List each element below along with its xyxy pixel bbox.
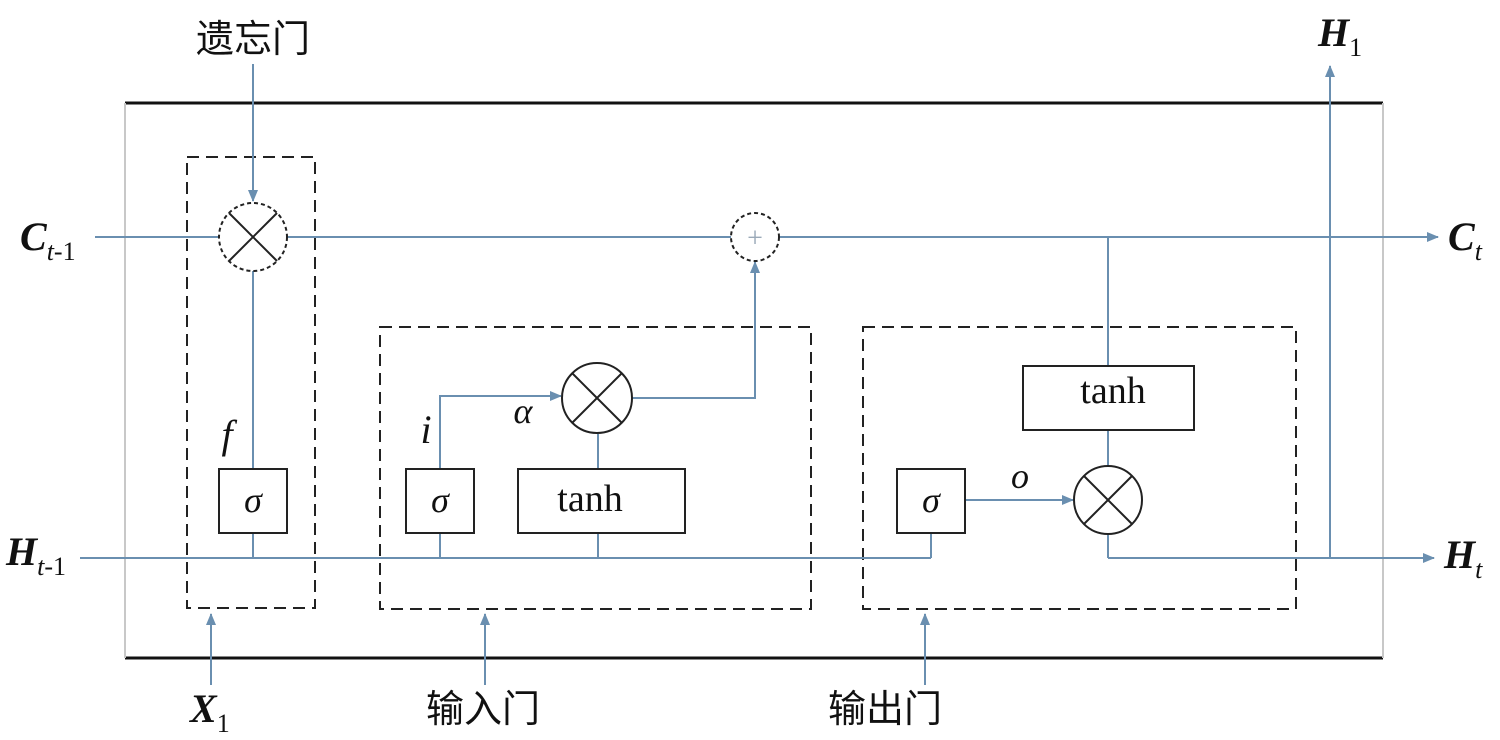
c-prev-label: Ct-1: [20, 214, 76, 266]
plus-symbol: +: [747, 223, 763, 254]
h1-label: H1: [1317, 10, 1362, 62]
forget-sigma-box: σ: [218, 468, 288, 534]
input-arrows: [206, 613, 930, 685]
cell-add-node: +: [730, 212, 780, 262]
h-prev-label: Ht-1: [5, 529, 66, 581]
tanh-label: tanh: [557, 478, 622, 520]
input-multiply-node: [561, 362, 633, 434]
input-sigma-box: σ: [405, 468, 475, 534]
f-label: f: [221, 412, 237, 457]
input-gate-label: 输入门: [426, 687, 540, 731]
sigma-label: σ: [431, 480, 450, 520]
forget-gate-region: [186, 156, 316, 609]
o-label: o: [1011, 456, 1029, 496]
output-gate-arrows: [930, 237, 1109, 558]
sigma-label: σ: [244, 480, 263, 520]
forget-multiply-node: [218, 202, 288, 272]
h-next-label: Ht: [1443, 532, 1483, 584]
sigma-label: σ: [922, 480, 941, 520]
input-tanh-box: tanh: [517, 468, 686, 534]
cell-frame: [124, 101, 1384, 660]
output-gate-region: [862, 326, 1297, 610]
forget-gate-label: 遗忘门: [196, 17, 310, 61]
output-sigma-box: σ: [896, 468, 966, 534]
hidden-state-line: [80, 534, 1435, 563]
output-tanh-box: tanh: [1022, 365, 1195, 431]
tanh-label: tanh: [1080, 370, 1145, 412]
alpha-label: α: [514, 391, 534, 431]
input-gate-arrows: [439, 261, 760, 558]
output-gate-label: 输出门: [828, 687, 942, 731]
x1-label: X1: [188, 686, 230, 738]
i-label: i: [420, 407, 431, 452]
c-next-label: Ct: [1448, 214, 1483, 266]
output-multiply-node: [1073, 465, 1143, 535]
input-gate-region: [379, 326, 812, 610]
